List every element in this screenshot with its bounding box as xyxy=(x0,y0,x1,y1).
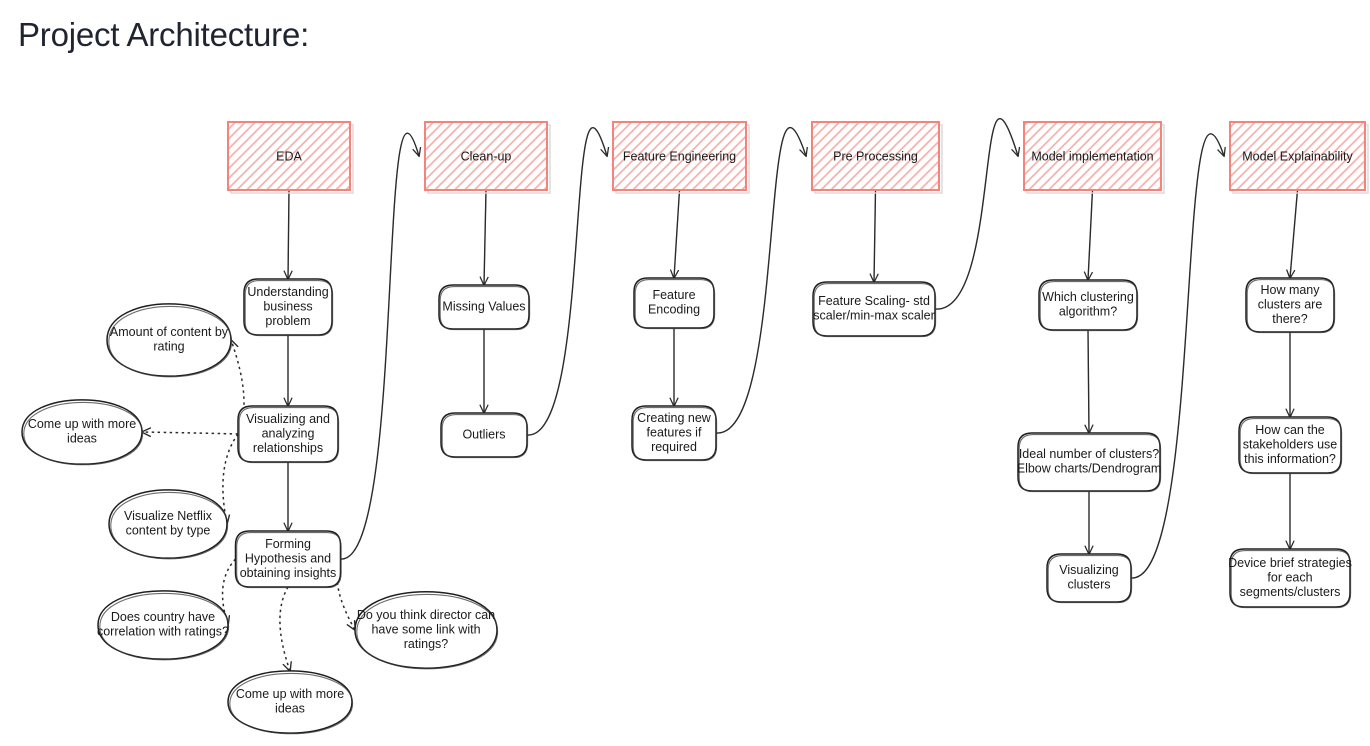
node-label: Visualizing and xyxy=(246,412,330,426)
n-outliers[interactable]: Outliers xyxy=(440,412,529,459)
node-label: How many xyxy=(1260,283,1320,297)
edge-n-creating-to-prep xyxy=(715,127,806,434)
node-label: clusters are xyxy=(1258,297,1323,311)
node-label: Understanding xyxy=(247,285,328,299)
node-label: Hypothesis and xyxy=(245,551,331,565)
stage-explain[interactable]: Model Explainability xyxy=(1229,121,1369,194)
stage-label: Feature Engineering xyxy=(623,149,736,163)
edge-explain-to-n-howmany xyxy=(1290,189,1299,278)
stage-label: Pre Processing xyxy=(833,149,918,163)
node-label: ratings? xyxy=(404,637,449,651)
node-label: this information? xyxy=(1244,452,1336,466)
node-label: ideas xyxy=(67,432,97,446)
node-label: rating xyxy=(153,340,184,354)
edge-n-visualizing-to-n-netflix xyxy=(223,433,239,524)
node-label: segments/clusters xyxy=(1240,585,1341,599)
stage-label: EDA xyxy=(276,149,302,163)
edge-clean-to-n-missing xyxy=(484,189,486,285)
node-label: for each xyxy=(1267,570,1312,584)
node-label: scaler/min-max scaler xyxy=(813,309,935,323)
edge-eda-to-n-understanding xyxy=(288,189,289,279)
node-label: there? xyxy=(1272,312,1307,326)
node-label: content by type xyxy=(126,524,211,538)
stage-feng[interactable]: Feature Engineering xyxy=(612,121,750,194)
stage-label: Model implementation xyxy=(1031,149,1153,163)
edges-layer xyxy=(142,118,1299,671)
edge-n-scaling-to-model xyxy=(934,118,1018,310)
node-label: relationships xyxy=(253,441,323,455)
edge-n-viscluster-to-explain xyxy=(1130,133,1224,579)
node-label: Feature Scaling- std xyxy=(818,294,930,308)
node-label: Do you think director can xyxy=(357,608,495,622)
node-label: Does country have xyxy=(111,610,215,624)
node-label: Creating new xyxy=(637,411,712,425)
stages-layer[interactable]: EDA Clean-up Feature Engineering Pre Proces… xyxy=(227,121,1369,194)
node-label: stakeholders use xyxy=(1243,437,1338,451)
edge-n-forming-to-n-director xyxy=(336,558,355,630)
node-label: Amount of content by xyxy=(110,325,229,339)
edge-n-forming-to-n-ideas-bottom xyxy=(279,586,290,671)
node-label: Come up with more xyxy=(28,417,136,431)
edge-n-forming-to-clean xyxy=(340,132,420,560)
stage-eda[interactable]: EDA xyxy=(227,121,354,194)
node-label: clusters xyxy=(1067,578,1110,592)
edge-n-which-to-n-ideal xyxy=(1088,329,1089,433)
node-label: required xyxy=(651,440,697,454)
node-label: How can the xyxy=(1255,423,1325,437)
node-label: have some link with xyxy=(371,622,480,636)
node-label: algorithm? xyxy=(1059,305,1117,319)
stage-model[interactable]: Model implementation xyxy=(1023,121,1165,194)
node-label: Feature xyxy=(652,288,695,302)
n-ideal[interactable]: Ideal number of clusters?Elbow charts/De… xyxy=(1017,432,1162,493)
node-label: obtaining insights xyxy=(240,566,337,580)
node-label: Missing Values xyxy=(442,299,525,313)
node-label: ideas xyxy=(275,702,305,716)
edge-prep-to-n-scaling xyxy=(874,189,876,282)
stage-label: Clean-up xyxy=(461,149,512,163)
node-label: Device brief strategies xyxy=(1228,556,1352,570)
node-label: Encoding xyxy=(648,303,700,317)
stage-clean[interactable]: Clean-up xyxy=(424,121,551,194)
n-missing[interactable]: Missing Values xyxy=(438,284,531,331)
stage-label: Model Explainability xyxy=(1242,149,1353,163)
stage-prep[interactable]: Pre Processing xyxy=(811,121,943,194)
edge-model-to-n-which xyxy=(1088,189,1094,280)
node-label: Forming xyxy=(265,537,311,551)
edge-n-outliers-to-feng xyxy=(526,127,607,436)
edge-n-visualizing-to-n-ideas-left xyxy=(142,432,239,434)
node-label: Visualize Netflix xyxy=(124,509,213,523)
nodes-layer[interactable]: UnderstandingbusinessproblemVisualizing … xyxy=(21,277,1352,735)
node-label: Outliers xyxy=(462,427,505,441)
node-label: business xyxy=(263,299,312,313)
node-label: Ideal number of clusters? xyxy=(1019,447,1159,461)
node-label: Come up with more xyxy=(236,687,344,701)
node-label: correlation with ratings? xyxy=(97,625,229,639)
node-label: analyzing xyxy=(262,426,315,440)
node-label: Visualizing xyxy=(1059,563,1119,577)
node-label: problem xyxy=(265,314,310,328)
node-label: Which clustering xyxy=(1042,290,1134,304)
page-title: Project Architecture: xyxy=(18,16,310,53)
node-label: Elbow charts/Dendrogram xyxy=(1017,462,1162,476)
edge-feng-to-n-encoding xyxy=(674,189,681,278)
node-label: features if xyxy=(647,425,702,439)
